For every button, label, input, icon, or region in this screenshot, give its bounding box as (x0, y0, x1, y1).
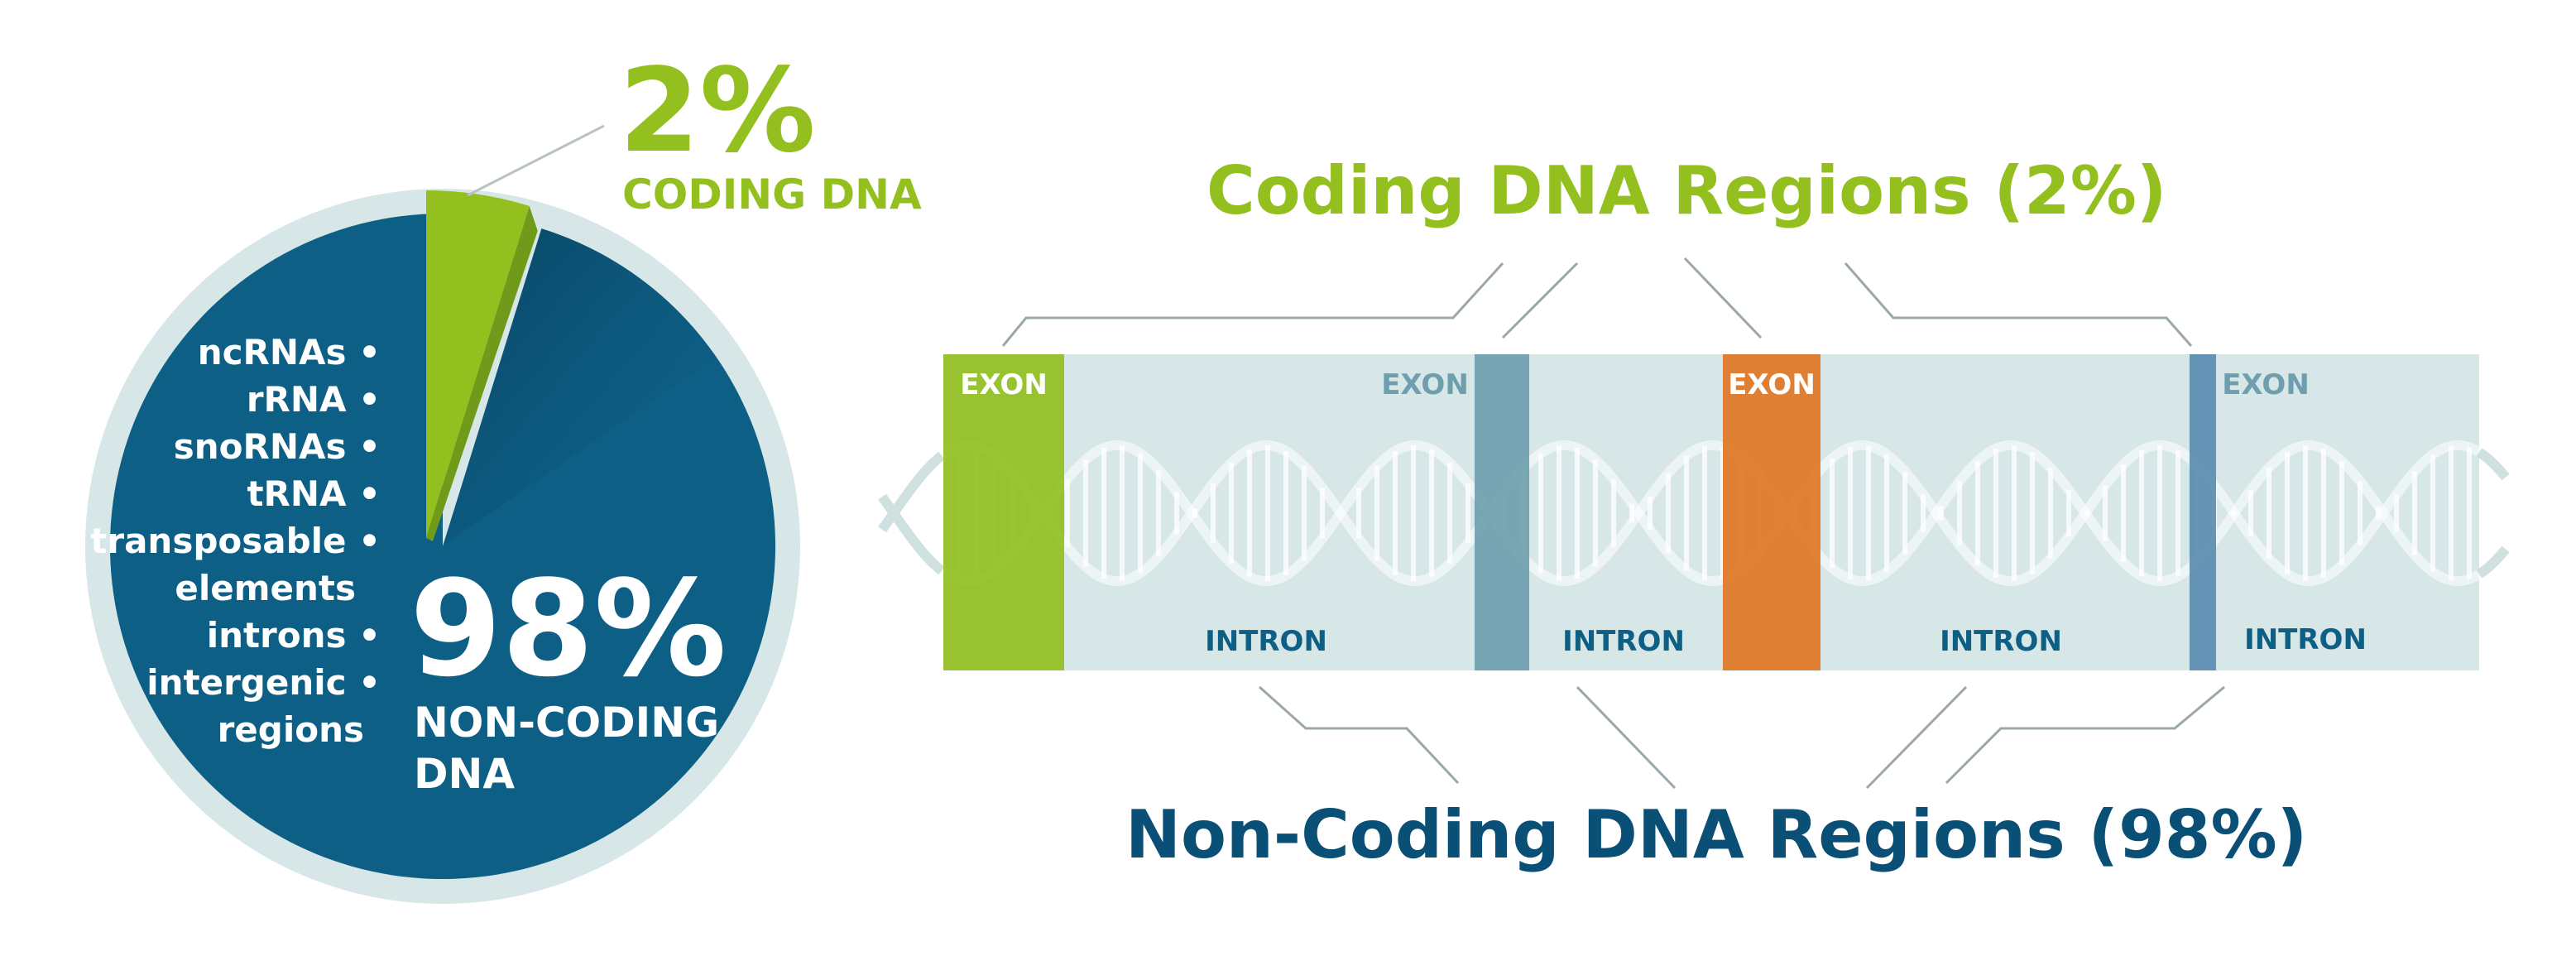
noncoding-connectors (1259, 685, 2225, 790)
noncoding-label-line2: DNA (414, 750, 515, 798)
noncoding-list: ncRNAs • rRNA • snoRNAs • tRNA • transpo… (90, 332, 381, 750)
exon-block-2 (1475, 354, 1529, 670)
coding-label: CODING DNA (622, 171, 922, 219)
exon-label-4: EXON (2222, 368, 2310, 401)
exon-block-1 (943, 354, 1064, 670)
list-item: intergenic • (146, 662, 381, 703)
pie-slice-coding (426, 190, 530, 538)
list-item: introns • (207, 615, 381, 656)
list-item: rRNA • (247, 379, 381, 420)
list-item: snoRNAs • (174, 426, 381, 467)
pie-slice-shadow (443, 228, 717, 546)
noncoding-percent: 98% (410, 551, 727, 706)
exon-block-3 (1723, 354, 1820, 670)
list-item: regions (218, 709, 364, 750)
exon-block-4 (2190, 354, 2216, 670)
gene-band (943, 354, 2479, 670)
intron-label-3: INTRON (1940, 625, 2062, 658)
coding-percent: 2% (619, 44, 816, 179)
intron-label-4: INTRON (2244, 623, 2367, 656)
pie-chart (85, 189, 800, 904)
noncoding-regions-title: Non-Coding DNA Regions (98%) (1125, 796, 2307, 873)
list-item: elements (175, 568, 356, 608)
coding-leader-line (467, 124, 605, 197)
dna-helix-outside (878, 448, 2510, 579)
list-item: tRNA • (247, 473, 381, 514)
coding-regions-title: Coding DNA Regions (2%) (1206, 152, 2166, 229)
list-item: ncRNAs • (198, 332, 381, 372)
intron-label-1: INTRON (1205, 625, 1327, 658)
exon-label-3: EXON (1728, 368, 1816, 401)
noncoding-label-line1: NON-CODING (414, 699, 719, 747)
coding-connectors (1001, 257, 2193, 347)
exon-label-2: EXON (1381, 368, 1469, 401)
list-item: transposable • (90, 521, 381, 561)
pie-slice-coding-side (426, 205, 538, 541)
exon-label-1: EXON (960, 368, 1048, 401)
intron-label-2: INTRON (1562, 625, 1685, 658)
